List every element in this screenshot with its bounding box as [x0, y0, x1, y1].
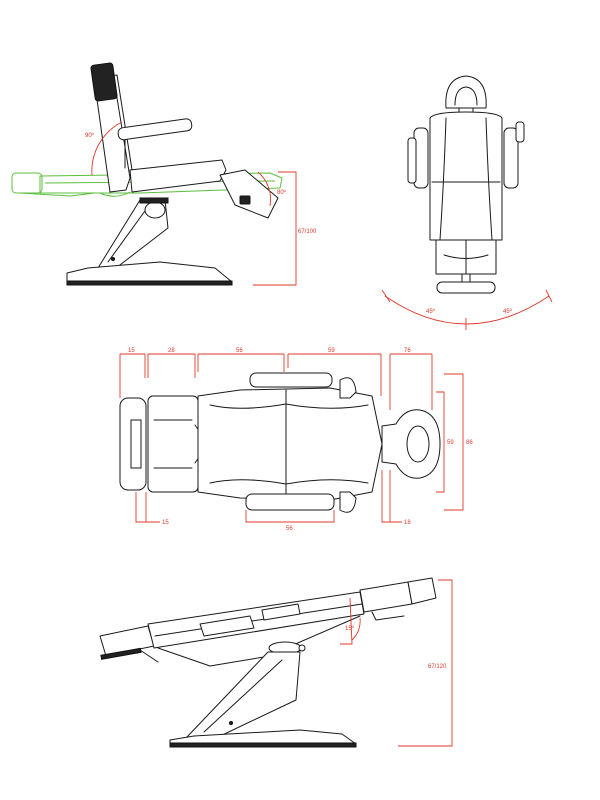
top-armrest-lower [245, 493, 335, 511]
front-view: 45º 45º [381, 75, 553, 330]
front-base [436, 281, 496, 294]
flat-lift-column [185, 651, 301, 739]
armrest [117, 118, 193, 141]
leg-rest [219, 169, 279, 219]
flat-height-label: 67/120 [428, 664, 447, 670]
top-footrest [119, 397, 147, 491]
top-armrest-upper [249, 372, 333, 388]
front-armrest-right [503, 127, 519, 189]
right-dim-2: 86 [466, 440, 473, 446]
backrest-angle-label: 90º [85, 132, 95, 139]
top-dim-4: 59 [328, 348, 335, 354]
upright-height-label: 67/100 [298, 229, 317, 235]
rotation-left-label: 45º [426, 308, 436, 315]
side-view-upright: 90º 80º 67/100 [11, 62, 317, 286]
flat-head-section [359, 581, 413, 613]
top-headrest [381, 409, 441, 479]
top-dim-1: 15 [128, 348, 135, 354]
headrest [90, 62, 118, 102]
bottom-dim-2: 56 [286, 526, 293, 532]
bottom-dim-1: 15 [162, 520, 169, 526]
front-backrest [429, 111, 503, 241]
seat [129, 159, 227, 193]
base [66, 261, 233, 283]
top-seat-back [197, 387, 383, 501]
tilt-angle-label: 15º [345, 625, 355, 632]
bottom-dim-3: 18 [404, 520, 411, 526]
leg-angle-label: 80º [277, 189, 287, 196]
right-dim-1: 59 [447, 440, 454, 446]
rotation-right-label: 45º [503, 308, 513, 315]
top-dim-2: 28 [168, 348, 175, 354]
top-legrest [147, 395, 199, 493]
top-dim-5: 76 [404, 348, 411, 354]
side-view-flat: 15º 67/120 [99, 577, 453, 748]
front-headrest [445, 75, 487, 109]
top-dim-3: 56 [236, 348, 243, 354]
top-view: 15 28 56 59 76 15 56 18 59 86 [119, 348, 473, 532]
